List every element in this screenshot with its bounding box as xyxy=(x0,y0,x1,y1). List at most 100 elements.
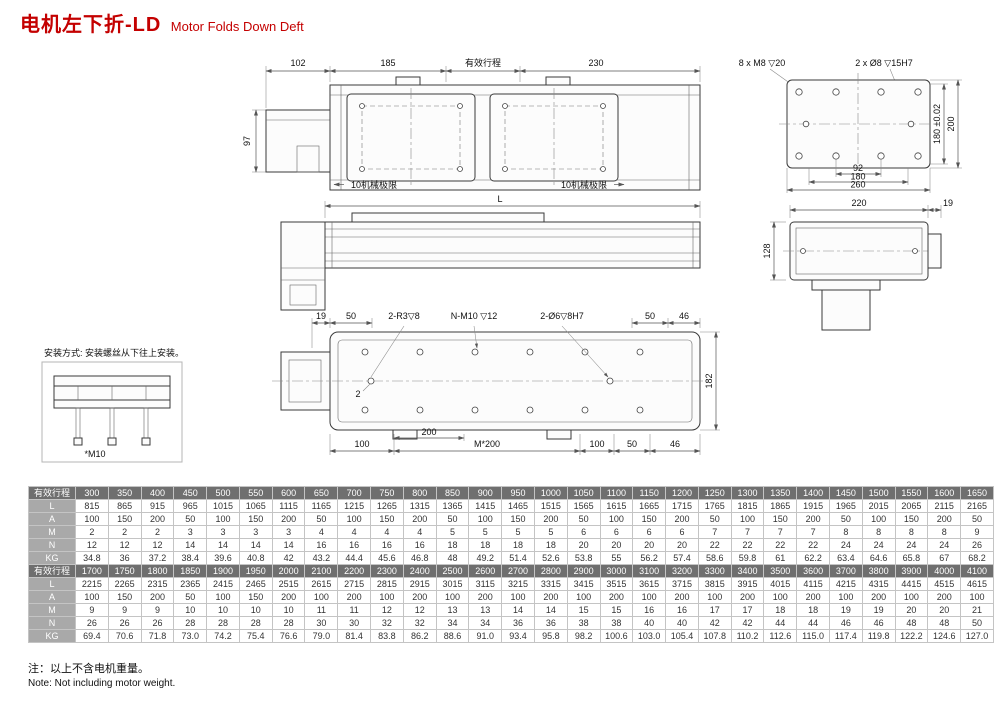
spec-cell: 100 xyxy=(894,590,929,604)
spec-cell: 52.6 xyxy=(533,551,568,565)
spec-cell: 4415 xyxy=(894,577,929,591)
spec-cell: 42 xyxy=(730,616,765,630)
spec-cell: 36 xyxy=(501,616,535,630)
carriage-front xyxy=(351,212,545,223)
spec-cell: 650 xyxy=(304,486,339,500)
dim-motor-width: 102 xyxy=(290,58,305,68)
spec-cell: 3315 xyxy=(533,577,568,591)
spec-cell: 18 xyxy=(796,603,830,617)
spec-cell: 4 xyxy=(304,525,339,539)
spec-cell: 150 xyxy=(894,512,929,526)
dim-50-right: 50 xyxy=(645,311,655,321)
spec-cell: 800 xyxy=(402,486,437,500)
spec-cell: 1715 xyxy=(665,499,699,513)
spec-cell: 965 xyxy=(173,499,208,513)
spec-cell: 150 xyxy=(632,512,667,526)
spec-cell: 20 xyxy=(894,603,929,617)
spec-cell: 9 xyxy=(140,603,175,617)
page-subtitle: Motor Folds Down Deft xyxy=(170,19,304,34)
spec-cell: 3 xyxy=(206,525,240,539)
spec-cell: 26 xyxy=(107,616,142,630)
spec-cell: 2265 xyxy=(107,577,142,591)
spec-cell: 150 xyxy=(501,512,535,526)
spec-cell: 59.8 xyxy=(730,551,765,565)
spec-cell: 100 xyxy=(599,512,634,526)
spec-cell: 26 xyxy=(75,616,109,630)
spec-cell: 28 xyxy=(206,616,240,630)
spec-cell: 8 xyxy=(828,525,863,539)
spec-cell: 1065 xyxy=(238,499,273,513)
spec-cell: 1000 xyxy=(533,486,568,500)
spec-cell: 56.2 xyxy=(632,551,667,565)
spec-cell: 550 xyxy=(238,486,273,500)
spec-cell: 1700 xyxy=(75,564,109,578)
spec-cell: 1800 xyxy=(140,564,175,578)
spec-cell: 20 xyxy=(599,538,634,552)
motor-block-side xyxy=(821,289,871,331)
motor-block-front xyxy=(280,221,326,311)
spec-cell: 100 xyxy=(501,590,535,604)
spec-cell: 15 xyxy=(599,603,634,617)
spec-cell: 22 xyxy=(796,538,830,552)
spec-cell: 53.8 xyxy=(566,551,601,565)
spec-cell: 3715 xyxy=(665,577,699,591)
spec-cell: 4100 xyxy=(960,564,994,578)
spec-cell: 4015 xyxy=(763,577,798,591)
spec-cell: 200 xyxy=(140,512,175,526)
spec-cell: 1465 xyxy=(501,499,535,513)
spec-cell: 15 xyxy=(566,603,601,617)
spec-cell: 2900 xyxy=(566,564,601,578)
spec-cell: 100 xyxy=(566,590,601,604)
spec-cell: 900 xyxy=(468,486,503,500)
spec-cell: 20 xyxy=(566,538,601,552)
spec-cell: 3900 xyxy=(894,564,929,578)
spec-cell: 6 xyxy=(599,525,634,539)
spec-cell: 88.6 xyxy=(435,629,470,643)
spec-cell: 13 xyxy=(435,603,470,617)
spec-cell: 16 xyxy=(402,538,437,552)
spec-cell: 100 xyxy=(75,590,109,604)
spec-cell: 3215 xyxy=(501,577,535,591)
spec-cell: 1150 xyxy=(632,486,667,500)
spec-cell: 14 xyxy=(173,538,208,552)
spec-cell: 124.6 xyxy=(927,629,962,643)
dim-92: 92 xyxy=(853,163,863,173)
spec-cell: 1450 xyxy=(828,486,863,500)
spec-cell: 95.8 xyxy=(533,629,568,643)
dowel-holes-label: 2-Ø6▽8H7 xyxy=(540,311,583,321)
spec-cell: 7 xyxy=(796,525,830,539)
spec-cell: 19 xyxy=(828,603,863,617)
m10-holes-label: N-M10 ▽12 xyxy=(451,311,497,321)
spec-cell: 200 xyxy=(927,512,962,526)
spec-cell: 12 xyxy=(75,538,109,552)
spec-cell: 1015 xyxy=(206,499,240,513)
spec-cell: 8 xyxy=(894,525,929,539)
rail-section-top xyxy=(53,375,171,387)
dim-100-left: 100 xyxy=(354,439,369,449)
spec-cell: 11 xyxy=(337,603,372,617)
spec-cell: 2800 xyxy=(533,564,568,578)
mount-screw xyxy=(75,407,81,439)
spec-cell: 127.0 xyxy=(960,629,994,643)
spec-cell: 1350 xyxy=(763,486,798,500)
spec-cell: 16 xyxy=(337,538,372,552)
spec-cell: 22 xyxy=(730,538,765,552)
spec-cell: 14 xyxy=(238,538,273,552)
spec-cell: 50 xyxy=(173,512,208,526)
screw-size-label: *M10 xyxy=(84,449,105,459)
spec-cell: 50 xyxy=(960,512,994,526)
spec-cell: 9 xyxy=(107,603,142,617)
spec-cell: 46 xyxy=(828,616,863,630)
spec-cell: 63.4 xyxy=(828,551,863,565)
spec-cell: 9 xyxy=(960,525,994,539)
dim-m200: M*200 xyxy=(474,439,500,449)
spec-cell: 1515 xyxy=(533,499,568,513)
effective-stroke-label: 有效行程 xyxy=(465,57,501,68)
spec-cell: 150 xyxy=(238,512,273,526)
spec-cell: 100 xyxy=(632,590,667,604)
spec-cell: 865 xyxy=(107,499,142,513)
spec-cell: 100 xyxy=(206,512,240,526)
spec-cell: 24 xyxy=(861,538,896,552)
spec-cell: 19 xyxy=(861,603,896,617)
